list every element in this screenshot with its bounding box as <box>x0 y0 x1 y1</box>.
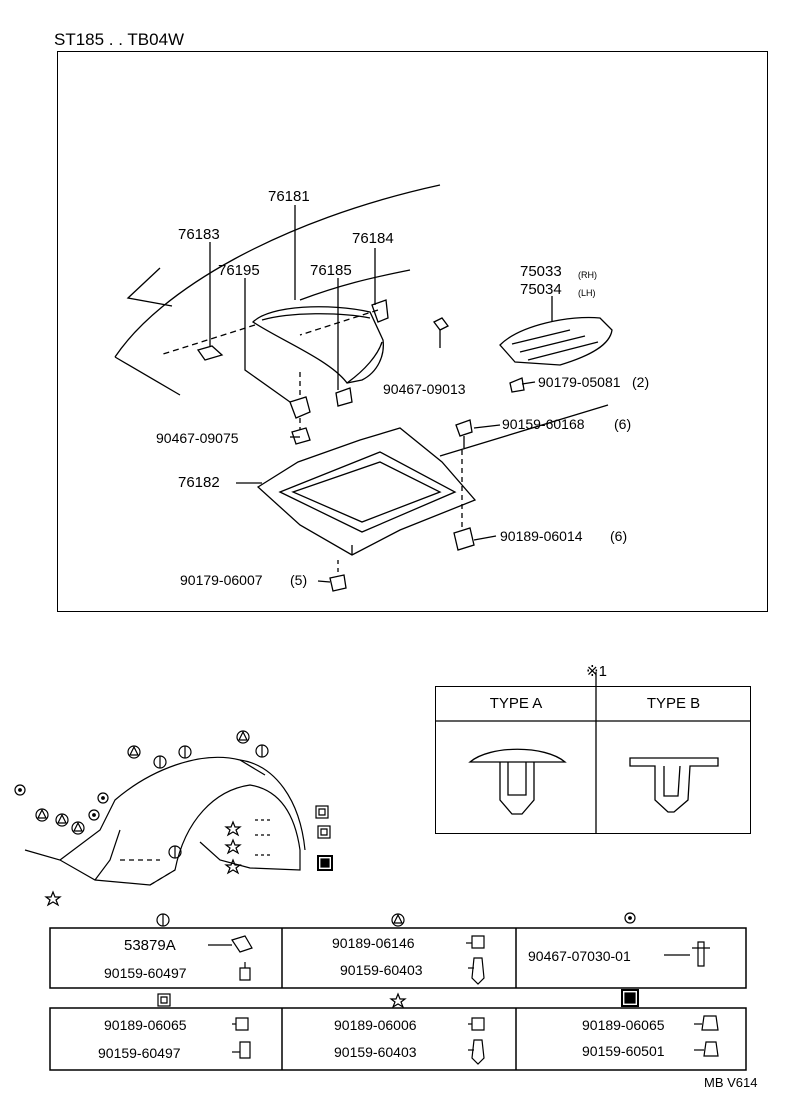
legend-part-90159-60403: 90159-60403 <box>340 962 423 978</box>
legend-part-90189-06065-a: 90189-06065 <box>104 1017 187 1033</box>
legend-part-90159-60497-b: 90159-60497 <box>98 1045 181 1061</box>
legend-part-90467-07030-01: 90467-07030-01 <box>528 948 631 964</box>
legend-part-90159-60403-b: 90159-60403 <box>334 1044 417 1060</box>
part-label-75034-side: (LH) <box>578 288 596 298</box>
part-qty-90179-06007: (5) <box>290 572 308 588</box>
part-label-76182: 76182 <box>178 474 220 491</box>
legend-part-90159-60497: 90159-60497 <box>104 965 187 981</box>
type-a-label: TYPE A <box>489 695 543 712</box>
part-label-76185: 76185 <box>310 262 352 279</box>
part-label-90159-60168: 90159-60168 <box>502 416 585 432</box>
part-label-75033: 75033 <box>520 263 562 280</box>
part-label-90179-05081: 90179-05081 <box>538 374 621 390</box>
clip-type-table <box>435 686 751 834</box>
part-qty-90189-06014: (6) <box>610 528 628 544</box>
part-label-75033-side: (RH) <box>578 270 597 280</box>
page-title: ST185 . . TB04W <box>54 30 185 49</box>
part-label-90467-09013: 90467-09013 <box>383 381 466 397</box>
part-label-90467-09075: 90467-09075 <box>156 430 239 446</box>
legend-part-53879A: 53879A <box>124 937 176 954</box>
legend-part-90189-06065-b: 90189-06065 <box>582 1017 665 1033</box>
part-label-76183: 76183 <box>178 226 220 243</box>
part-label-90189-06014: 90189-06014 <box>500 528 583 544</box>
legend-part-90189-06006: 90189-06006 <box>334 1017 417 1033</box>
main-diagram-frame <box>57 51 768 612</box>
clip-type-note: ※1 <box>586 663 607 680</box>
part-label-76184: 76184 <box>352 230 394 247</box>
part-qty-90159-60168: (6) <box>614 416 632 432</box>
part-label-75034: 75034 <box>520 281 562 298</box>
legend-part-90189-06146: 90189-06146 <box>332 935 415 951</box>
part-label-76195: 76195 <box>218 262 260 279</box>
diagram-code: MB V614 <box>704 1075 758 1090</box>
part-label-90179-06007: 90179-06007 <box>180 572 263 588</box>
type-b-label: TYPE B <box>646 695 701 712</box>
part-qty-90179-05081: (2) <box>632 374 650 390</box>
part-label-76181: 76181 <box>268 188 310 205</box>
legend-part-90159-60501: 90159-60501 <box>582 1043 665 1059</box>
